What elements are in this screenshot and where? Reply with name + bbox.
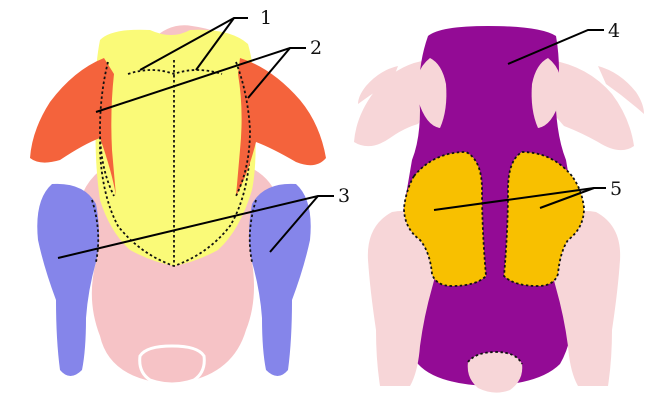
label-3: 3 (338, 185, 350, 207)
label-4: 4 (608, 20, 620, 42)
label-2: 2 (310, 37, 322, 59)
leg-right (249, 184, 311, 376)
back-view-carcass (354, 26, 644, 393)
label-1: 1 (260, 7, 272, 29)
back-wing-right (550, 60, 634, 150)
back-tail (468, 352, 523, 393)
label-5: 5 (610, 178, 622, 200)
leg-left (37, 184, 99, 376)
front-tail (140, 346, 205, 384)
